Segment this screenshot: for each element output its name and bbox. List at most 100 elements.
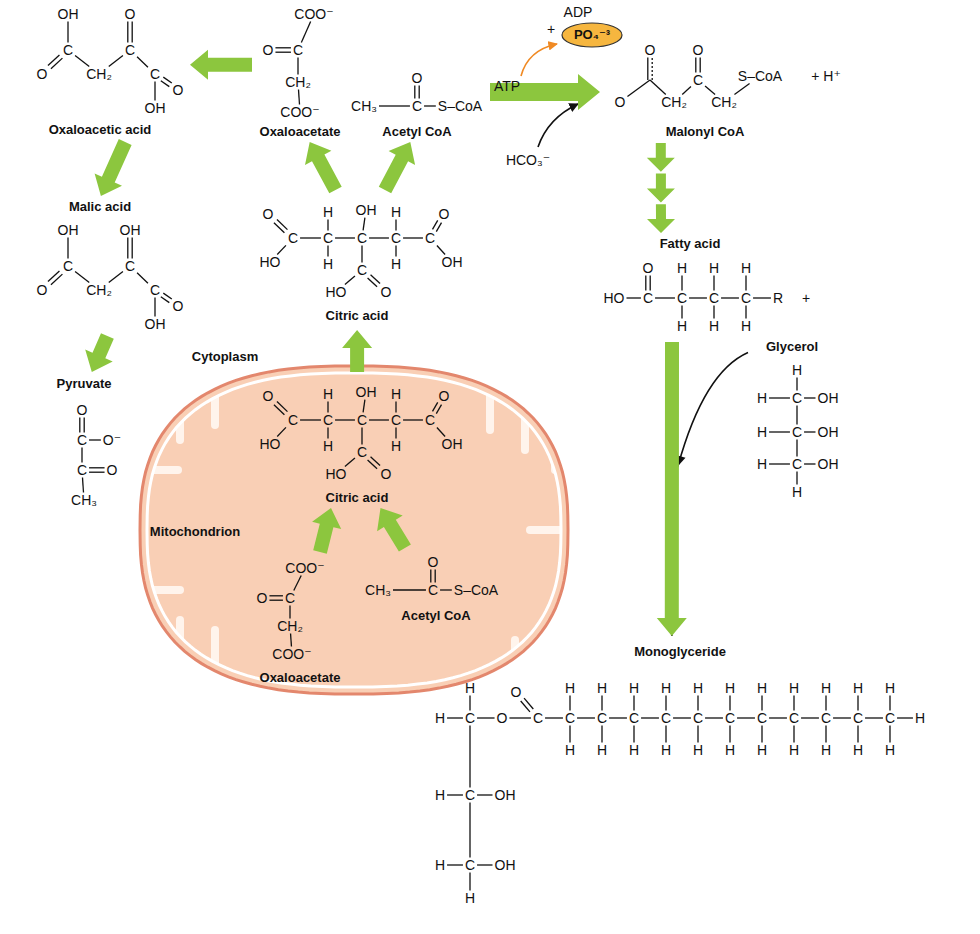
bond xyxy=(682,86,691,94)
bond xyxy=(335,237,355,238)
bond xyxy=(633,726,634,743)
structure-label: H xyxy=(323,204,333,220)
structure-label: C xyxy=(693,710,703,726)
bond xyxy=(51,274,62,285)
bond xyxy=(67,238,68,259)
structure-label: C xyxy=(77,462,87,478)
structure-label: C xyxy=(150,66,160,82)
structure-label: O xyxy=(439,388,450,404)
bond xyxy=(647,58,648,80)
arrow-shape xyxy=(85,333,114,372)
structure-label: O xyxy=(381,466,392,482)
chevron xyxy=(647,204,675,233)
structure-label: C xyxy=(77,432,87,448)
structure-label: H xyxy=(792,484,802,500)
bond xyxy=(436,223,441,232)
bond xyxy=(769,717,787,718)
structure-label: C xyxy=(150,282,160,298)
bond xyxy=(75,55,89,66)
bond xyxy=(737,717,755,718)
bond xyxy=(509,717,530,718)
structure-label: H xyxy=(661,680,671,696)
structure-label: CH₃ xyxy=(351,98,377,114)
compound-name: Oxaloacetic acid xyxy=(49,122,152,138)
big-arrow xyxy=(490,74,600,110)
bond xyxy=(275,47,290,48)
bond xyxy=(395,428,396,439)
structure-label: C xyxy=(293,42,303,58)
bond xyxy=(804,431,815,432)
bond xyxy=(395,220,396,231)
bond-layer xyxy=(48,22,913,891)
structure-label: C xyxy=(533,710,543,726)
bond xyxy=(419,86,420,99)
bond xyxy=(796,440,797,457)
inner-membrane xyxy=(147,373,561,687)
structure-label: H xyxy=(629,742,639,758)
bond xyxy=(700,58,701,73)
bond xyxy=(857,696,858,711)
bond xyxy=(641,717,659,718)
bond xyxy=(729,726,730,743)
bond xyxy=(793,696,794,711)
structure-label: C xyxy=(465,787,475,803)
bond xyxy=(627,297,641,298)
bond xyxy=(300,237,321,238)
bond xyxy=(469,873,470,891)
compound-name: Pyruvate xyxy=(57,376,112,392)
bond xyxy=(793,726,794,743)
structure-label: R xyxy=(773,290,783,306)
structure-label: C xyxy=(428,582,438,598)
bond xyxy=(82,478,84,493)
structure-label: O xyxy=(511,684,522,700)
structure-label: H xyxy=(741,318,751,334)
structure-label: H xyxy=(725,742,735,758)
bond xyxy=(645,276,646,291)
bond xyxy=(889,726,890,743)
compound-node: Malic acid xyxy=(28,196,190,336)
bond xyxy=(109,271,123,282)
outer-membrane xyxy=(140,366,568,694)
bond xyxy=(745,306,746,319)
bond xyxy=(275,52,290,53)
structure-label: C xyxy=(391,412,401,428)
structure-label: O xyxy=(428,554,439,570)
bond xyxy=(403,237,423,238)
compound-name: Mitochondrion xyxy=(150,524,240,540)
structure-label: C xyxy=(643,290,653,306)
bond xyxy=(833,717,851,718)
bond xyxy=(289,606,290,619)
structure-label: O xyxy=(615,94,626,110)
bond xyxy=(363,218,365,231)
structure-label: C xyxy=(789,710,799,726)
structure-label: H xyxy=(323,438,333,454)
structure-label: O xyxy=(412,70,423,86)
structure-label: C xyxy=(391,230,401,246)
structure-label: CH₃ xyxy=(71,492,97,508)
bond xyxy=(84,418,85,433)
structure-label: C xyxy=(125,42,135,58)
structure-label: CH₂ xyxy=(86,66,112,82)
structure-label: H xyxy=(677,318,687,334)
pathway-arrow xyxy=(85,333,114,372)
bond xyxy=(437,246,445,255)
bond xyxy=(430,570,431,583)
crista xyxy=(530,526,585,534)
structure-label: H xyxy=(435,787,445,803)
structure-label: O xyxy=(173,82,184,98)
bond xyxy=(650,276,651,291)
structure-label: OH xyxy=(495,857,516,873)
structure-label: COO⁻ xyxy=(285,560,324,576)
bond xyxy=(361,428,362,445)
structure-label: CH₂ xyxy=(711,94,737,110)
bond xyxy=(379,105,410,106)
bond xyxy=(81,448,82,463)
bond xyxy=(435,570,436,583)
structure-label: C xyxy=(693,72,703,88)
bond xyxy=(327,220,328,231)
structure-label: C xyxy=(357,230,367,246)
structure-label: OH xyxy=(58,222,79,238)
structure-label: C xyxy=(661,710,671,726)
structure-label: C xyxy=(465,710,475,726)
